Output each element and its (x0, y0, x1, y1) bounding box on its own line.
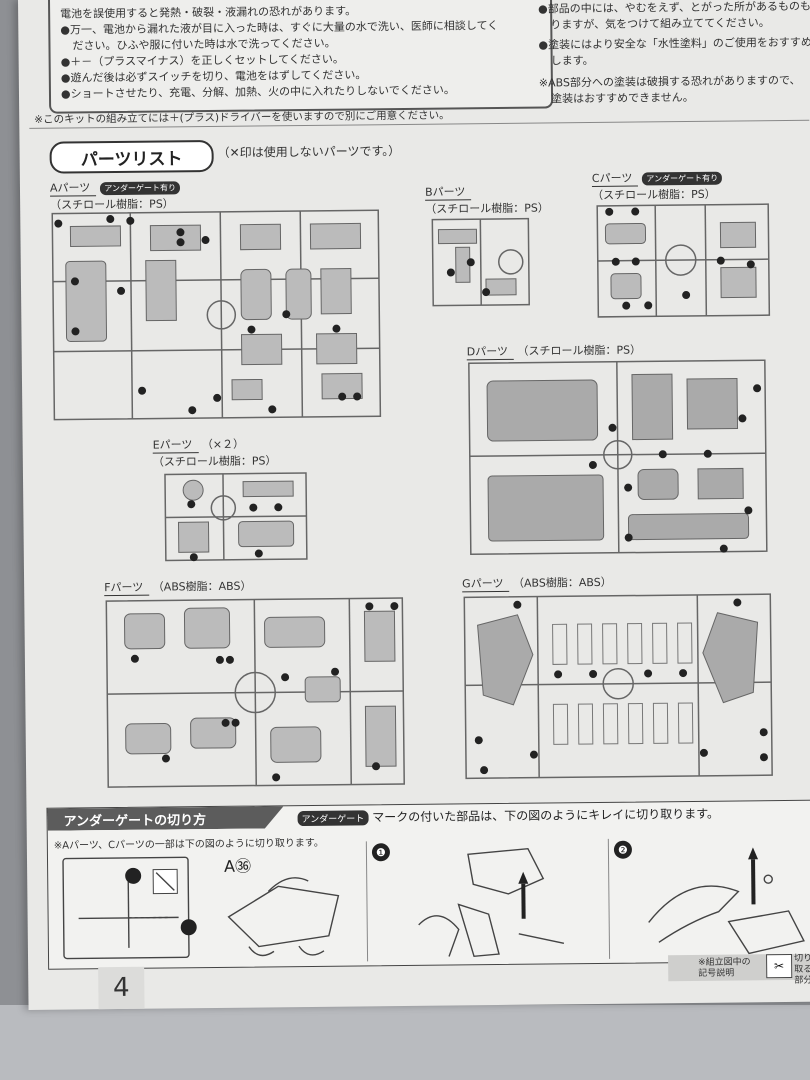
runner-e-qty: （×２） (201, 437, 245, 452)
cut-area-label-line2: 部分 (794, 975, 810, 986)
runner-a-name: Aパーツ (49, 179, 97, 197)
undergate-panel-step1 (378, 843, 609, 963)
caution-line: ●塗装にはより安全な「水性塗料」のご使用をおすすめ (538, 35, 810, 52)
caution-line: りますが、気をつけて組み立ててください。 (550, 16, 770, 32)
part-reference: A㊱ (223, 856, 252, 876)
cut-area-label-line1: 切り取る (794, 953, 810, 975)
runner-c-diagram (595, 202, 771, 319)
undergate-description: アンダーゲートマークの付いた部品は、下の図のようにキレイに切り取ります。 (297, 805, 720, 827)
runner-g-label: Gパーツ （ABS樹脂：ABS） (462, 574, 612, 593)
undergate-title: アンダーゲートの切り方 (47, 806, 283, 830)
runner-g-material: （ABS樹脂：ABS） (512, 575, 612, 590)
caution-line: します。 (550, 53, 594, 68)
runner-f-diagram (104, 596, 406, 789)
caution-line: ※ABS部分への塗装は破損する恐れがありますので、 (538, 73, 801, 90)
runner-e-diagram (163, 471, 309, 563)
undergate-desc-text: マークの付いた部品は、下の図のようにキレイに切り取ります。 (372, 806, 720, 825)
runner-d-diagram (467, 358, 769, 556)
battery-warning-box: 電池を誤使用すると発熱・破裂・液漏れの恐れがあります。 ●万一、電池から漏れた液… (47, 0, 554, 114)
runner-d-label: Dパーツ （スチロール樹脂：PS） (466, 341, 642, 361)
runner-a-material: （スチロール樹脂：PS） (50, 197, 174, 212)
runner-g-diagram (462, 592, 774, 780)
legend-title-line2: 記号説明 (698, 968, 735, 979)
parts-list-subtitle: （✕印は使用しないパーツです。） (217, 144, 401, 160)
runner-a-diagram (50, 208, 382, 421)
runner-a-label: Aパーツアンダーゲート有り （スチロール樹脂：PS） (49, 178, 181, 212)
runner-f-material: （ABS樹脂：ABS） (152, 579, 252, 594)
runner-b-material: （スチロール樹脂：PS） (425, 201, 549, 216)
caution-line: 塗装はおすすめできません。 (550, 90, 694, 106)
table-surface (0, 1005, 810, 1080)
runner-c-material: （スチロール樹脂：PS） (592, 187, 716, 202)
runner-b-label: Bパーツ （スチロール樹脂：PS） (424, 182, 549, 216)
runner-e-name: Eパーツ (152, 436, 199, 454)
runner-b-diagram (430, 217, 531, 308)
cut-area-label: 切り取る 部分 (794, 954, 810, 987)
legend-title-line1: ※組立図中の (698, 957, 751, 968)
undergate-instructions: アンダーゲートの切り方 アンダーゲートマークの付いた部品は、下の図のようにキレイ… (46, 799, 810, 970)
runner-c-name: Cパーツ (591, 169, 639, 187)
undergate-panel-step2 (618, 841, 810, 961)
runner-c-label: Cパーツアンダーゲート有り （スチロール樹脂：PS） (591, 169, 723, 203)
runner-f-label: Fパーツ （ABS樹脂：ABS） (104, 578, 252, 597)
runner-e-label: Eパーツ （×２） （スチロール樹脂：PS） (152, 435, 277, 469)
undergate-badge: アンダーゲート (297, 810, 369, 827)
runner-e-material: （スチロール樹脂：PS） (152, 454, 277, 469)
undergate-panel-overview: A㊱ (58, 845, 359, 966)
warning-line: ●ショートさせたり、充電、分解、加熱、火の中に入れたりしないでください。 (60, 83, 455, 101)
instruction-page: 電池を誤使用すると発熱・破裂・液漏れの恐れがあります。 ●万一、電池から漏れた液… (18, 0, 810, 1010)
runner-d-material: （スチロール樹脂：PS） (517, 343, 642, 358)
undergate-badge: アンダーゲート有り (100, 180, 181, 195)
parts-list-title: パーツリスト (49, 139, 214, 174)
page-number: 4 (98, 966, 145, 1010)
panel-divider (607, 838, 611, 959)
undergate-badge: アンダーゲート有り (642, 171, 723, 185)
runner-g-name: Gパーツ (462, 574, 510, 593)
runner-d-name: Dパーツ (466, 342, 515, 361)
cut-area-icon: ✂ (766, 953, 793, 979)
runner-b-name: Bパーツ (424, 183, 472, 201)
runner-f-name: Fパーツ (104, 578, 150, 597)
legend-title: ※組立図中の 記号説明 (698, 957, 751, 980)
panel-divider (365, 841, 369, 962)
